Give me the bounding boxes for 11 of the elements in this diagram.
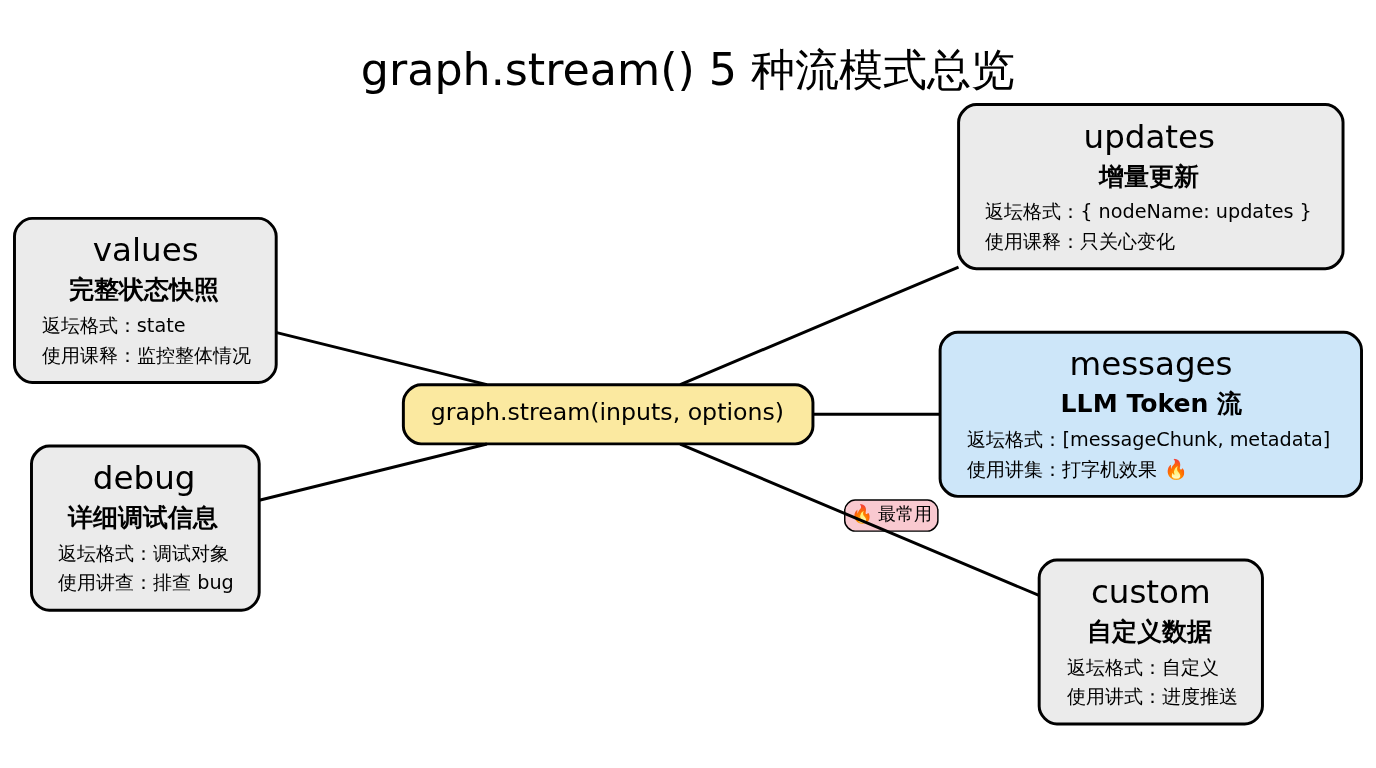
node-box: values 完整状态快照 返坛格式：state 使用课释：监控整体情况 — [13, 216, 278, 384]
node-box: debug 详细调试信息 返坛格式：调试对象 使用讲查：排查 bug — [30, 444, 261, 612]
diagram-title: graph.stream() 5 种流模式总览 — [360, 44, 1016, 96]
node-box: custom 自定义数据 返坛格式：自定义 使用讲式：进度推送 — [1037, 558, 1264, 726]
connector — [258, 442, 488, 502]
connector — [276, 331, 488, 387]
connector — [813, 412, 940, 416]
connector — [679, 265, 960, 386]
connector — [679, 442, 1040, 597]
node-box: updates 增量更新 返坛格式：{ nodeName: updates } 使用课释：只关心变化 — [957, 103, 1345, 271]
node-box: graph.stream(inputs, options) — [401, 383, 815, 446]
